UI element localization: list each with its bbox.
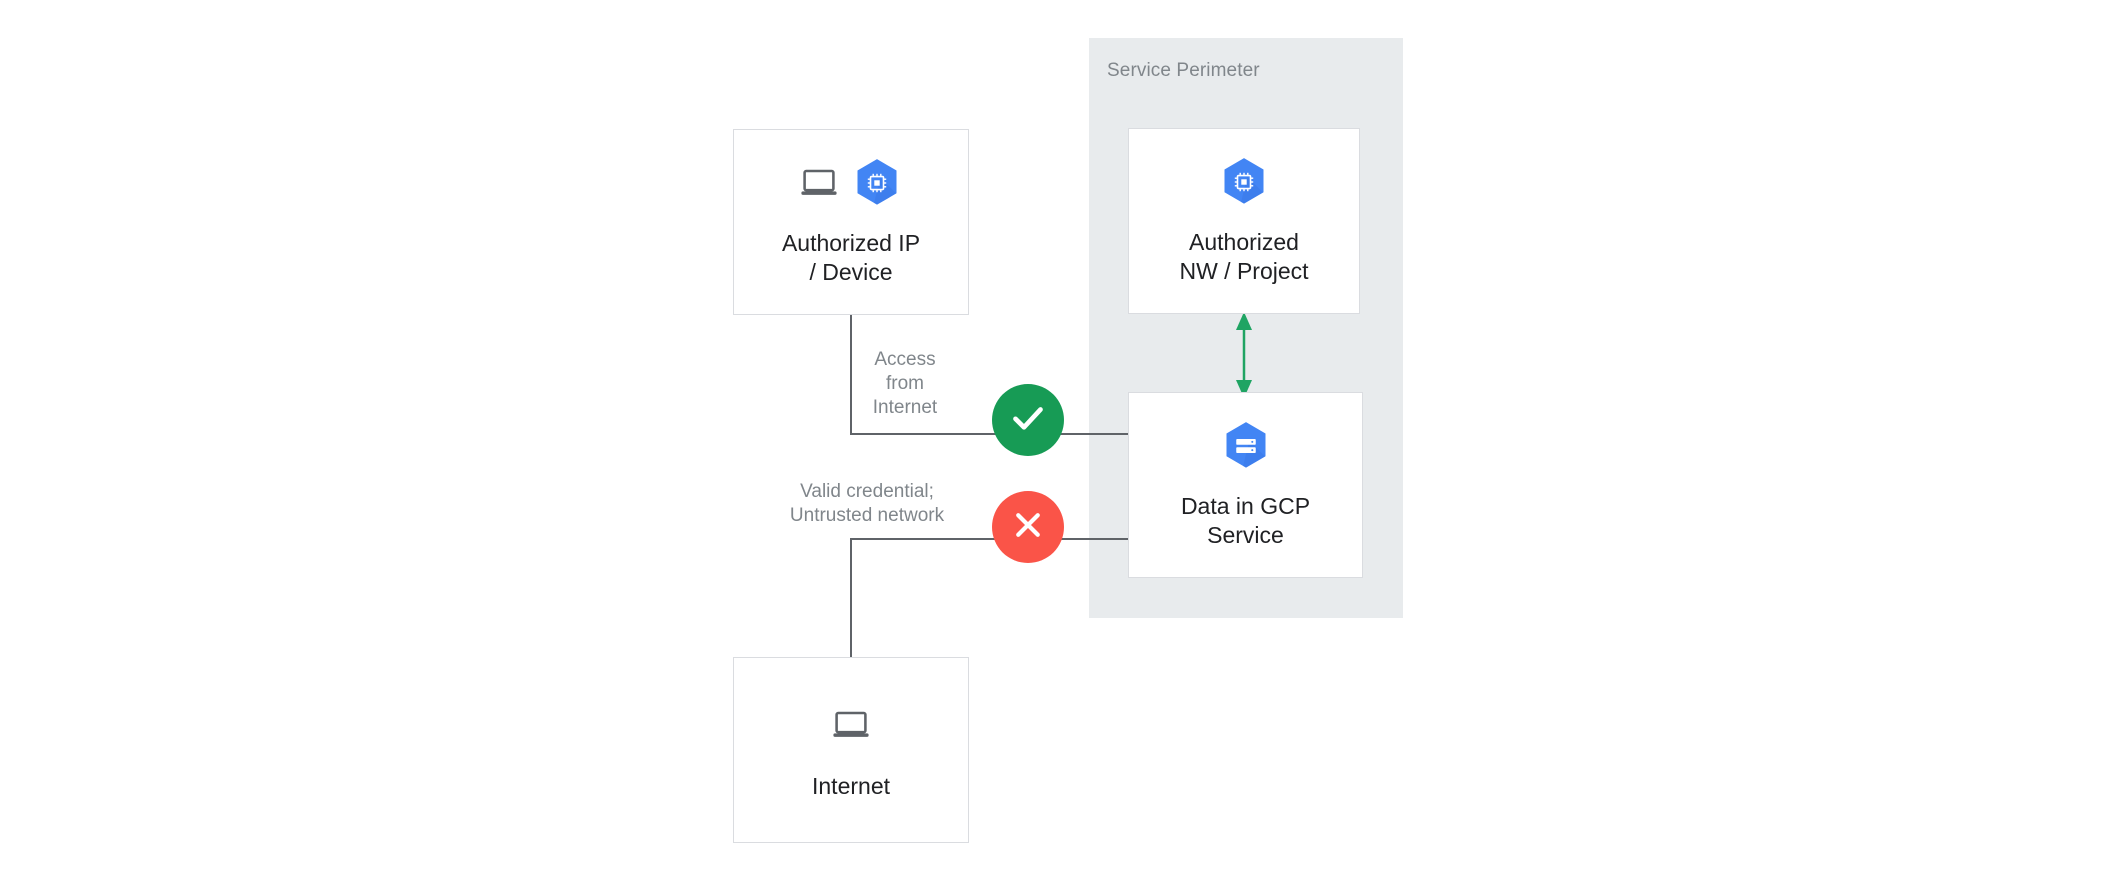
laptop-icon (799, 167, 839, 204)
node-label-internet: Internet (812, 772, 890, 799)
node-label-authorized-ip-device: Authorized IP / Device (781, 230, 921, 285)
cross-icon (1010, 507, 1046, 548)
node-icon-row (831, 700, 871, 756)
node-icon-row (1220, 420, 1272, 476)
node-internet[interactable]: Internet (733, 657, 969, 843)
edge-label-access-from-internet: Access from Internet (872, 349, 938, 418)
status-badge-allowed (992, 384, 1064, 456)
node-label-authorized-nw-project: Authorized NW / Project (1179, 229, 1309, 284)
laptop-icon (831, 709, 871, 746)
node-authorized-nw-project[interactable]: Authorized NW / Project (1128, 128, 1360, 314)
status-badge-denied (992, 491, 1064, 563)
gcp-storage-hex-icon (1220, 420, 1272, 477)
service-perimeter-label: Service Perimeter (1107, 60, 1260, 81)
check-icon (1008, 398, 1048, 443)
node-icon-row (799, 157, 903, 213)
node-icon-row (1218, 156, 1270, 212)
edge-label-valid-credential-untrusted-network: Valid credential; Untrusted network (789, 481, 945, 526)
node-authorized-ip-device[interactable]: Authorized IP / Device (733, 129, 969, 315)
node-label-data-in-gcp-service: Data in GCP Service (1180, 493, 1311, 548)
connector-internet-to-deny (850, 538, 996, 657)
gcp-compute-hex-icon (1218, 156, 1270, 213)
node-data-in-gcp-service[interactable]: Data in GCP Service (1128, 392, 1363, 578)
gcp-compute-hex-icon (851, 157, 903, 214)
